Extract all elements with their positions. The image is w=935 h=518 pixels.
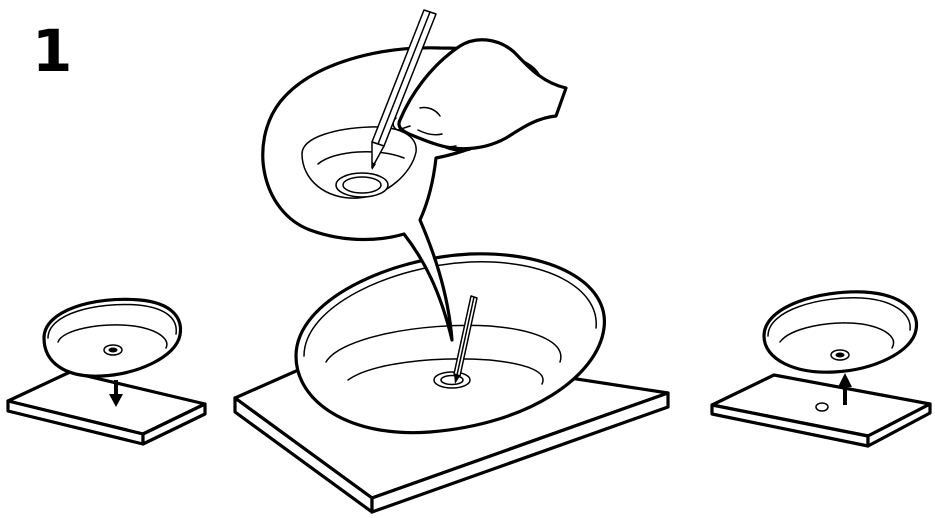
marked-hole	[816, 403, 828, 411]
countertop-right	[712, 375, 930, 446]
basin-left	[44, 299, 180, 376]
basin-right	[764, 292, 917, 372]
right-panel	[712, 292, 930, 446]
center-panel	[235, 10, 668, 512]
left-panel	[8, 299, 205, 444]
countertop-left	[8, 372, 205, 444]
